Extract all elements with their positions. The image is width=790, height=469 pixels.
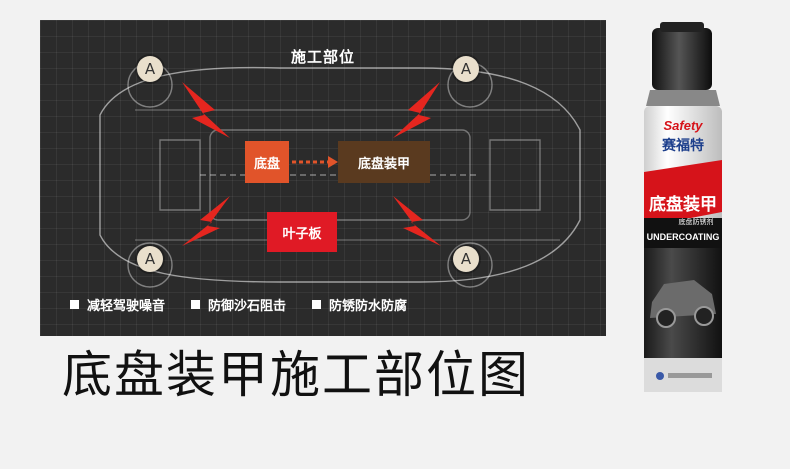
product-name: 底盘装甲 <box>649 194 717 215</box>
product-subtitle: 底盘防锈剂 <box>679 217 714 226</box>
feature-item: 防锈防水防腐 <box>312 295 407 314</box>
diagram-title: 施工部位 <box>290 48 355 66</box>
lightning-arrow-top-left <box>182 82 230 138</box>
square-bullet-icon <box>312 300 322 309</box>
lightning-arrow-top-right <box>393 82 440 138</box>
spray-can-product-image: Safety 赛福特 底盘装甲 底盘防锈剂 UNDERCOATING <box>644 22 722 392</box>
lightning-arrow-bottom-right <box>393 196 441 246</box>
application-diagram: 施工部位 A A A A 底盘 底盘装甲 叶子板 减轻驾驶噪音 防御沙石阻击 防… <box>40 20 606 336</box>
brand-chinese-name: 赛福特 <box>661 137 704 154</box>
marker-a-bottom-right: A <box>453 246 479 272</box>
square-bullet-icon <box>70 300 79 309</box>
brand-logo-text: Safety <box>663 118 703 133</box>
feature-text: 防锈防水防腐 <box>329 299 408 314</box>
lightning-arrow-bottom-left <box>182 196 230 246</box>
chassis-label-box: 底盘 <box>245 141 289 183</box>
marker-a-top-right: A <box>453 56 479 82</box>
marker-a-top-left: A <box>137 56 163 82</box>
feature-item: 防御沙石阻击 <box>191 295 286 314</box>
feature-text: 防御沙石阻击 <box>208 299 287 314</box>
marker-a-bottom-left: A <box>137 246 163 272</box>
page-caption: 底盘装甲施工部位图 <box>62 346 530 404</box>
fender-label-box: 叶子板 <box>267 212 337 252</box>
car-underbody-illustration <box>99 62 581 288</box>
feature-list: 减轻驾驶噪音 防御沙石阻击 防锈防水防腐 <box>70 295 590 314</box>
square-bullet-icon <box>191 300 201 309</box>
product-english-name: UNDERCOATING <box>647 232 720 242</box>
feature-text: 减轻驾驶噪音 <box>87 299 166 314</box>
undercoating-label-box: 底盘装甲 <box>338 141 430 183</box>
feature-item: 减轻驾驶噪音 <box>70 295 165 314</box>
